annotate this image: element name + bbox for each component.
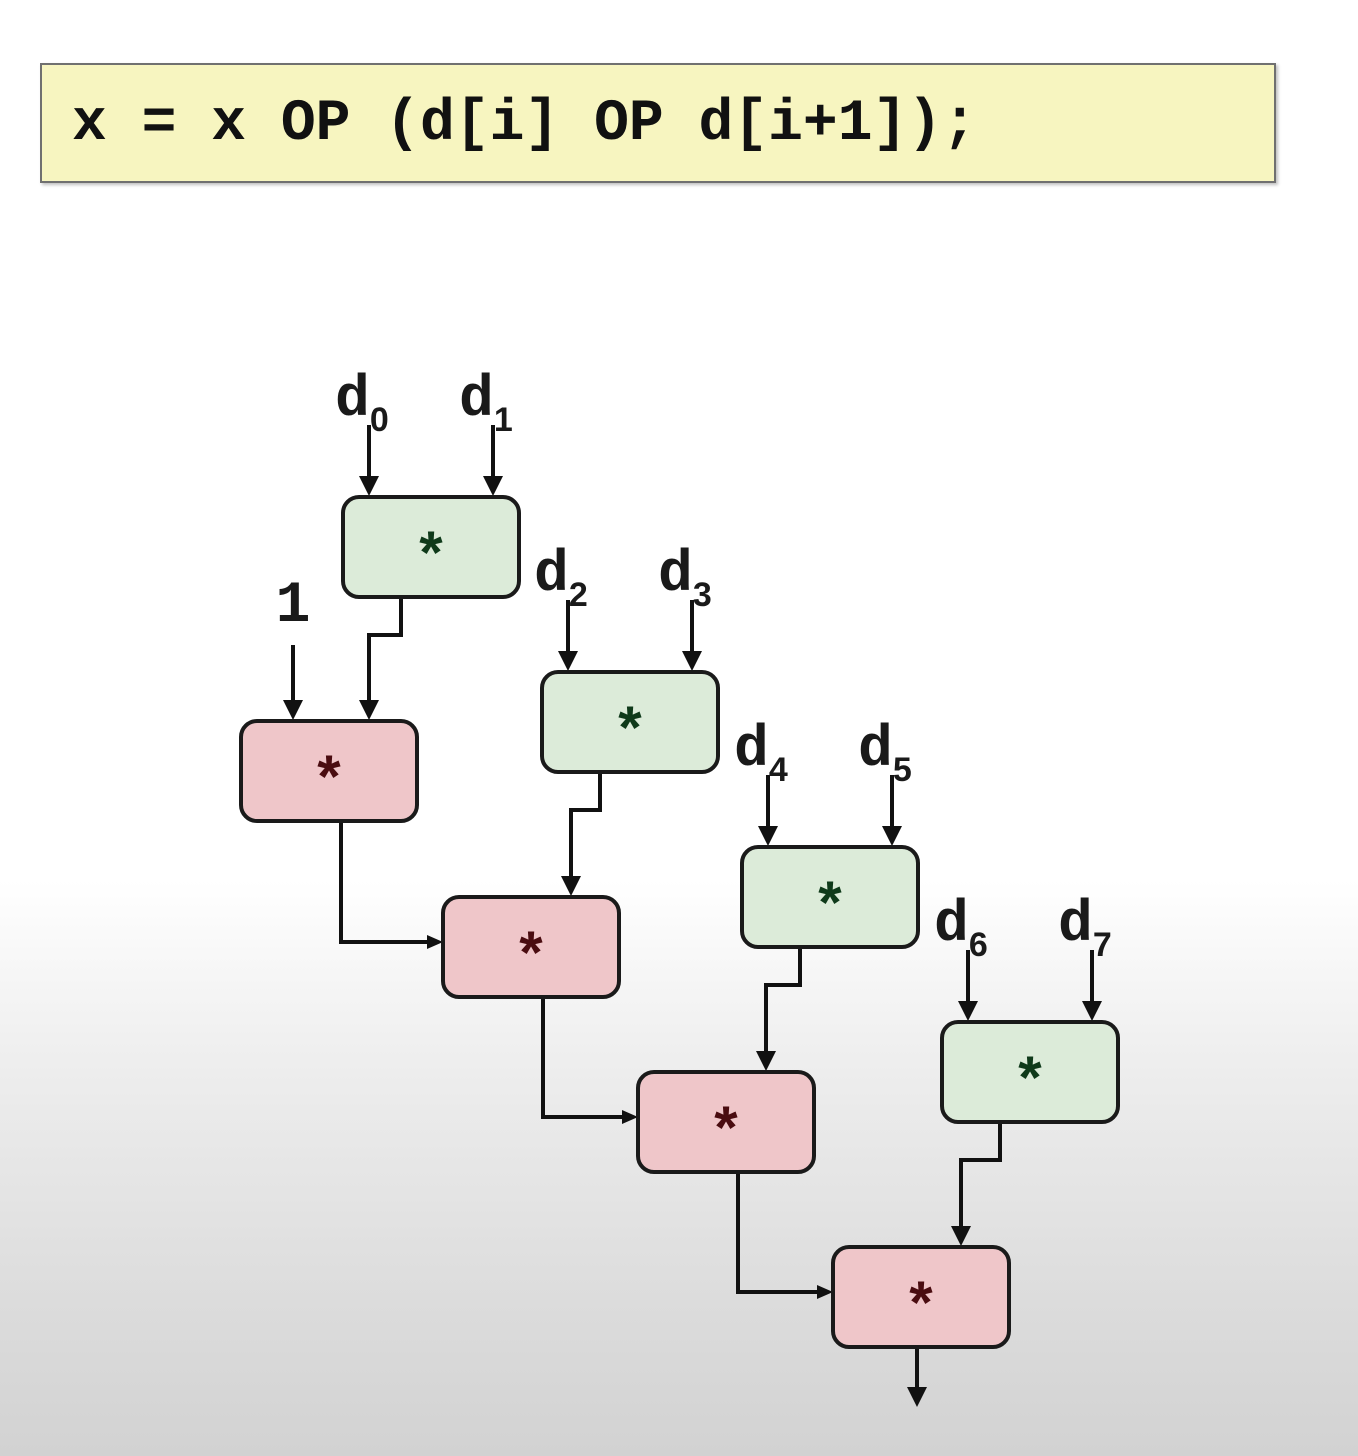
accumulate-chain-arrowhead [622, 1110, 638, 1124]
input-label-d2: d2 [534, 543, 588, 614]
accumulate-multiply-node-1: * [441, 895, 621, 999]
accumulate-chain-wire [736, 1172, 827, 1294]
pair-to-accumulate-wire [367, 597, 403, 707]
initial-value-label: 1 [276, 574, 311, 639]
accumulate-multiply-node-3: * [831, 1245, 1011, 1349]
pair-multiply-node-1-box [540, 670, 720, 774]
pair-operator-symbol: * [1012, 1051, 1048, 1119]
accumulate-multiply-node-3-box [831, 1245, 1011, 1349]
accumulate-multiply-node-2: * [636, 1070, 816, 1174]
input-arrowhead [758, 826, 778, 846]
input-label-d3: d3 [658, 543, 712, 614]
pair-operator-symbol: * [413, 526, 449, 594]
input-label-d4: d4 [734, 718, 788, 789]
input-arrowhead [483, 476, 503, 496]
accumulate-chain-arrowhead [427, 935, 443, 949]
operation-nodes: * * * * * * * * [239, 495, 1120, 1349]
input-label-d1: d1 [459, 368, 513, 439]
initial-value-arrowhead [283, 700, 303, 720]
input-arrowhead [882, 826, 902, 846]
input-arrowhead [558, 651, 578, 671]
input-arrowhead [958, 1001, 978, 1021]
accumulate-multiply-node-2-box [636, 1070, 816, 1174]
pair-multiply-node-1: * [540, 670, 720, 774]
accumulate-operator-symbol: * [513, 926, 549, 994]
pair-multiply-node-2: * [740, 845, 920, 949]
wires [283, 425, 1102, 1407]
pair-operator-symbol: * [812, 876, 848, 944]
accumulate-multiply-node-0-box [239, 719, 419, 823]
pair-to-accumulate-arrowhead [756, 1051, 776, 1071]
accumulate-multiply-node-0: * [239, 719, 419, 823]
code-statement: x = x OP (d[i] OP d[i+1]); [72, 92, 977, 157]
input-label-d5: d5 [858, 718, 912, 789]
input-labels: d0 d1 d2 d3 d4 d5 d6 d7 1 [276, 368, 1112, 964]
input-arrowhead [682, 651, 702, 671]
pair-multiply-node-2-box [740, 845, 920, 949]
accumulate-operator-symbol: * [708, 1101, 744, 1169]
pair-operator-symbol: * [612, 701, 648, 769]
accumulate-multiply-node-1-box [441, 895, 621, 999]
accumulate-chain-wire [339, 821, 437, 944]
final-output-arrowhead [907, 1387, 927, 1407]
code-statement-box: x = x OP (d[i] OP d[i+1]); [40, 63, 1276, 183]
input-label-d7: d7 [1058, 893, 1112, 964]
pair-to-accumulate-wire [959, 1122, 1002, 1233]
pair-to-accumulate-arrowhead [561, 876, 581, 896]
pair-multiply-node-3: * [940, 1020, 1120, 1124]
accumulate-chain-wire [541, 997, 632, 1119]
pair-to-accumulate-wire [764, 947, 802, 1058]
input-label-d0: d0 [335, 368, 389, 439]
accumulate-operator-symbol: * [903, 1276, 939, 1344]
input-arrowhead [359, 476, 379, 496]
input-arrowhead [1082, 1001, 1102, 1021]
pair-to-accumulate-arrowhead [951, 1226, 971, 1246]
accumulate-operator-symbol: * [311, 750, 347, 818]
pair-to-accumulate-arrowhead [359, 700, 379, 720]
input-label-d6: d6 [934, 893, 988, 964]
pair-to-accumulate-wire [569, 772, 602, 883]
accumulate-chain-arrowhead [817, 1285, 833, 1299]
pair-multiply-node-0-box [341, 495, 521, 599]
pair-multiply-node-3-box [940, 1020, 1120, 1124]
pair-multiply-node-0: * [341, 495, 521, 599]
